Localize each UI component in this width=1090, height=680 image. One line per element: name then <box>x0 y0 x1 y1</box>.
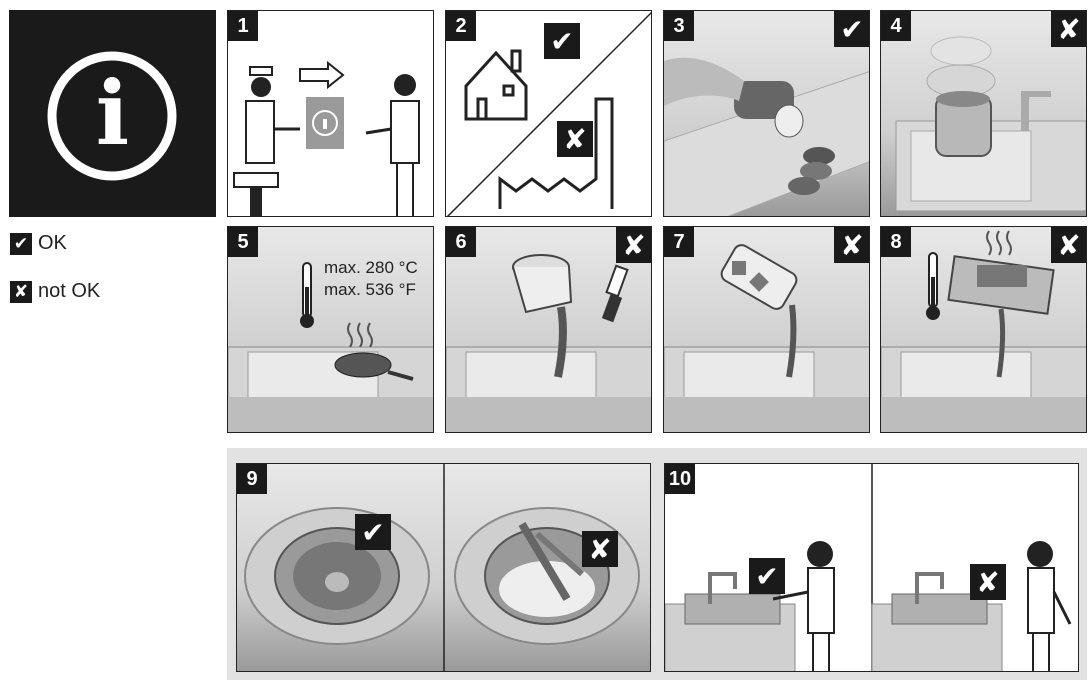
panel-9: 9 ✔ ✘ <box>236 463 651 672</box>
max-temp-celsius: max. 280 °C <box>324 258 418 277</box>
check-icon: ✔ <box>544 23 580 59</box>
panel-1: 1 <box>227 10 434 217</box>
cross-icon: ✘ <box>1051 11 1086 47</box>
info-icon <box>47 51 177 181</box>
legend-ok-label: OK <box>38 232 67 254</box>
check-icon: ✔ <box>355 514 391 550</box>
info-glyph: i <box>95 61 130 165</box>
panel-3: 3 ✔ <box>663 10 870 217</box>
panel-number: 5 <box>228 227 258 257</box>
panel-7: 7 ✘ <box>663 226 870 433</box>
panel-number: 4 <box>881 11 911 41</box>
drain-strainer-illustration <box>244 464 640 671</box>
cross-icon: ✘ <box>557 121 593 157</box>
hot-pot-illustration <box>895 36 1086 212</box>
info-box: i <box>9 10 216 217</box>
cross-icon: ✘ <box>10 280 32 303</box>
check-icon: ✔ <box>834 11 869 47</box>
panel-number: 6 <box>446 227 476 257</box>
handover-sink-illustration <box>665 464 1072 671</box>
cross-icon: ✘ <box>616 227 651 263</box>
legend-not-ok-label: not OK <box>38 280 101 302</box>
hot-appliance-illustration <box>881 230 1086 432</box>
panel-10: 10 ✔ ✘ <box>664 463 1079 672</box>
panel-8: 8 ✘ <box>880 226 1087 433</box>
panel-number: 7 <box>664 227 694 257</box>
check-icon: ✔ <box>10 232 32 255</box>
house-factory-illustration <box>446 11 651 216</box>
panel-6: 6 ✘ <box>445 226 652 433</box>
panel-number: 2 <box>446 11 476 41</box>
cross-icon: ✘ <box>834 227 869 263</box>
cross-icon: ✘ <box>582 531 618 567</box>
panel-number: 9 <box>237 464 267 494</box>
check-icon: ✔ <box>749 558 785 594</box>
paint-pour-illustration <box>446 254 651 432</box>
panel-number: 10 <box>665 464 695 494</box>
max-temp-fahrenheit: max. 536 °F <box>324 280 416 299</box>
cutting-on-board-illustration <box>664 57 869 216</box>
chemical-pour-illustration <box>664 244 869 432</box>
legend-not-ok: ✘ not OK <box>10 280 100 303</box>
panel-number: 3 <box>664 11 694 41</box>
panel-5: 5 max. 280 °C max. 536 °F <box>227 226 434 433</box>
hot-pan-illustration <box>228 262 433 432</box>
cross-icon: ✘ <box>970 564 1006 600</box>
cross-icon: ✘ <box>1051 227 1086 263</box>
panel-2: 2 ✔ ✘ <box>445 10 652 217</box>
panel-number: 1 <box>228 11 258 41</box>
panel-4: 4 ✘ <box>880 10 1087 217</box>
legend-ok: ✔ OK <box>10 232 67 255</box>
handover-illustration <box>233 60 420 216</box>
panel-number: 8 <box>881 227 911 257</box>
